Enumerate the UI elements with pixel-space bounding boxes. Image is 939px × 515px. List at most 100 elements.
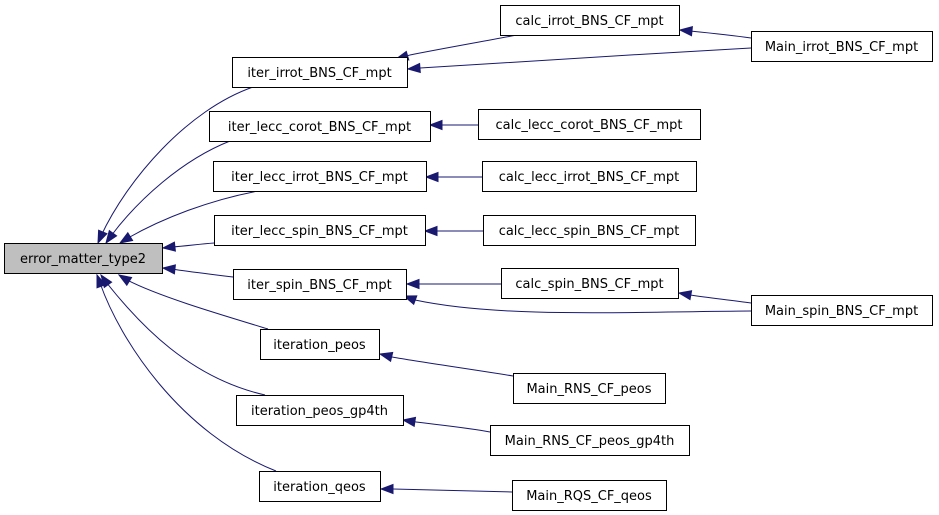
- node-box[interactable]: [500, 5, 680, 36]
- edge-line: [127, 190, 259, 239]
- edge-line: [99, 282, 277, 472]
- arrowhead: [401, 416, 417, 428]
- node-label: Main_RQS_CF_qeos: [526, 489, 652, 504]
- node-iter_irrot_BNS_CF_mpt[interactable]: iter_irrot_BNS_CF_mpt: [232, 57, 408, 88]
- node-label: iteration_qeos: [273, 480, 366, 495]
- node-box[interactable]: [482, 161, 697, 192]
- node-iter_spin_BNS_CF_mpt[interactable]: iter_spin_BNS_CF_mpt: [233, 269, 407, 300]
- node-Main_spin_BNS_CF_mpt[interactable]: Main_spin_BNS_CF_mpt: [751, 295, 933, 326]
- edge-Main_RQS_CF_qeos-to-iteration_qeos: [379, 483, 513, 495]
- node-label: iter_lecc_irrot_BNS_CF_mpt: [231, 170, 408, 185]
- node-box[interactable]: [232, 57, 408, 88]
- node-box[interactable]: [751, 31, 933, 62]
- node-calc_lecc_irrot_BNS_CF_mpt[interactable]: calc_lecc_irrot_BNS_CF_mpt: [482, 161, 697, 192]
- node-iteration_qeos[interactable]: iteration_qeos: [259, 471, 381, 502]
- edge-calc_lecc_spin_BNS_CF_mpt-to-iter_lecc_spin_BNS_CF_mpt: [423, 225, 483, 237]
- node-label: iter_lecc_spin_BNS_CF_mpt: [231, 224, 408, 239]
- node-Main_irrot_BNS_CF_mpt[interactable]: Main_irrot_BNS_CF_mpt: [751, 31, 933, 62]
- node-box[interactable]: [501, 268, 679, 299]
- edge-line: [171, 268, 234, 278]
- edge-Main_irrot_BNS_CF_mpt-to-calc_irrot_BNS_CF_mpt: [678, 26, 752, 39]
- node-label: iter_irrot_BNS_CF_mpt: [247, 66, 391, 81]
- edge-line: [110, 140, 231, 237]
- node-label: calc_lecc_spin_BNS_CF_mpt: [499, 224, 680, 239]
- edge-line: [100, 86, 254, 237]
- node-box[interactable]: [483, 215, 696, 246]
- node-Main_RQS_CF_qeos[interactable]: Main_RQS_CF_qeos: [512, 480, 667, 511]
- edge-line: [105, 281, 266, 396]
- node-label: Main_RNS_CF_peos_gp4th: [505, 434, 675, 449]
- node-box[interactable]: [490, 425, 690, 456]
- arrowhead: [428, 119, 443, 131]
- arrowhead: [405, 278, 420, 290]
- node-label: calc_spin_BNS_CF_mpt: [515, 277, 663, 292]
- arrowhead: [423, 225, 438, 237]
- arrowhead: [97, 229, 108, 245]
- node-box[interactable]: [214, 215, 426, 246]
- node-Main_RNS_CF_peos[interactable]: Main_RNS_CF_peos: [513, 373, 666, 404]
- edge-line: [392, 488, 513, 493]
- node-box[interactable]: [260, 329, 380, 360]
- arrowhead: [678, 26, 693, 37]
- edge-line: [689, 30, 752, 39]
- node-box[interactable]: [209, 111, 431, 142]
- node-label: Main_spin_BNS_CF_mpt: [765, 304, 918, 319]
- edge-line: [414, 299, 752, 314]
- node-calc_spin_BNS_CF_mpt[interactable]: calc_spin_BNS_CF_mpt: [501, 268, 679, 299]
- edge-calc_lecc_corot_BNS_CF_mpt-to-iter_lecc_corot_BNS_CF_mpt: [428, 119, 479, 131]
- edge-line: [419, 47, 752, 69]
- edge-line: [689, 294, 752, 304]
- node-box[interactable]: [236, 395, 404, 426]
- arrowhead: [406, 62, 421, 74]
- node-label: iteration_peos: [273, 338, 366, 353]
- node-Main_RNS_CF_peos_gp4th[interactable]: Main_RNS_CF_peos_gp4th: [490, 425, 690, 456]
- edge-Main_spin_BNS_CF_mpt-to-iter_spin_BNS_CF_mpt: [402, 295, 752, 314]
- edge-Main_spin_BNS_CF_mpt-to-calc_spin_BNS_CF_mpt: [677, 290, 752, 304]
- edge-Main_RNS_CF_peos_gp4th-to-iteration_peos_gp4th: [401, 416, 491, 433]
- node-label: iter_spin_BNS_CF_mpt: [247, 278, 391, 293]
- node-label: calc_irrot_BNS_CF_mpt: [515, 14, 663, 29]
- edge-line: [171, 242, 215, 248]
- edge-iter_spin_BNS_CF_mpt-to-error_matter_type2: [161, 264, 234, 278]
- arrowhead: [161, 264, 176, 275]
- arrowhead: [96, 273, 107, 289]
- node-label: error_matter_type2: [20, 252, 146, 267]
- node-calc_lecc_corot_BNS_CF_mpt[interactable]: calc_lecc_corot_BNS_CF_mpt: [478, 109, 701, 140]
- node-box[interactable]: [259, 471, 381, 502]
- edge-iter_lecc_corot_BNS_CF_mpt-to-error_matter_type2: [105, 140, 231, 245]
- node-calc_lecc_spin_BNS_CF_mpt[interactable]: calc_lecc_spin_BNS_CF_mpt: [483, 215, 696, 246]
- node-iteration_peos[interactable]: iteration_peos: [260, 329, 380, 360]
- edge-line: [409, 34, 518, 56]
- edge-Main_irrot_BNS_CF_mpt-to-iter_irrot_BNS_CF_mpt: [406, 47, 752, 74]
- arrowhead: [677, 290, 693, 301]
- edge-calc_lecc_irrot_BNS_CF_mpt-to-iter_lecc_irrot_BNS_CF_mpt: [424, 171, 483, 183]
- node-iter_lecc_corot_BNS_CF_mpt[interactable]: iter_lecc_corot_BNS_CF_mpt: [209, 111, 431, 142]
- node-box[interactable]: [513, 373, 666, 404]
- edge-calc_irrot_BNS_CF_mpt-to-iter_irrot_BNS_CF_mpt: [394, 34, 518, 61]
- node-iteration_peos_gp4th[interactable]: iteration_peos_gp4th: [236, 395, 404, 426]
- nodes-layer: error_matter_type2 iter_irrot_BNS_CF_mpti…: [4, 5, 933, 511]
- edge-iter_lecc_irrot_BNS_CF_mpt-to-error_matter_type2: [118, 190, 259, 244]
- node-label: Main_irrot_BNS_CF_mpt: [765, 40, 918, 55]
- node-error_matter_type2[interactable]: error_matter_type2: [4, 243, 163, 274]
- arrowhead: [379, 483, 394, 495]
- node-box[interactable]: [233, 269, 407, 300]
- node-iter_lecc_spin_BNS_CF_mpt[interactable]: iter_lecc_spin_BNS_CF_mpt: [214, 215, 426, 246]
- node-box[interactable]: [213, 161, 427, 192]
- node-iter_lecc_irrot_BNS_CF_mpt[interactable]: iter_lecc_irrot_BNS_CF_mpt: [213, 161, 427, 192]
- node-box[interactable]: [4, 243, 163, 274]
- node-box[interactable]: [512, 480, 667, 511]
- edge-Main_RNS_CF_peos-to-iteration_peos: [378, 351, 514, 377]
- node-box[interactable]: [751, 295, 933, 326]
- node-label: iteration_peos_gp4th: [251, 404, 388, 419]
- edge-iter_lecc_spin_BNS_CF_mpt-to-error_matter_type2: [161, 241, 215, 252]
- edge-line: [391, 356, 514, 377]
- node-box[interactable]: [478, 109, 701, 140]
- edge-line: [126, 279, 269, 330]
- edge-line: [415, 421, 491, 433]
- node-calc_irrot_BNS_CF_mpt[interactable]: calc_irrot_BNS_CF_mpt: [500, 5, 680, 36]
- node-label: Main_RNS_CF_peos: [526, 382, 651, 397]
- edge-iteration_qeos-to-error_matter_type2: [96, 273, 277, 472]
- edge-iteration_peos-to-error_matter_type2: [117, 274, 269, 330]
